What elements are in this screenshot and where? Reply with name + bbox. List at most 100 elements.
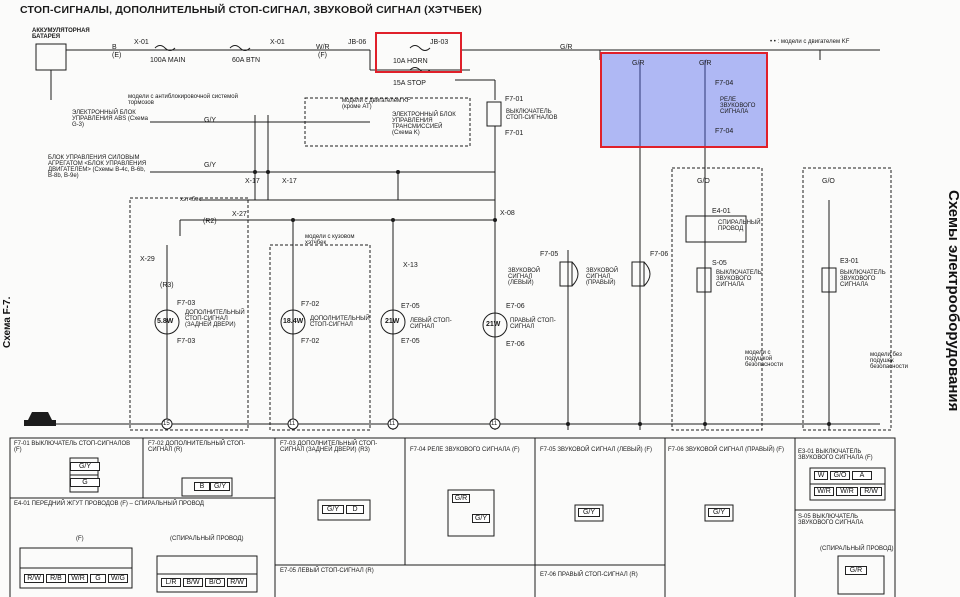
wire-go-2: G/O	[822, 178, 835, 185]
wire-r2: (R2)	[203, 218, 217, 225]
wire-f: (F)	[318, 52, 327, 59]
pin-lr: L/R	[161, 578, 181, 587]
code-x01a: X-01	[134, 39, 149, 46]
horn-right-label: ЗВУКОВОЙ СИГНАЛ (ПРАВЫЙ)	[586, 268, 619, 286]
wire-gy-abs: G/Y	[204, 117, 217, 124]
abs-unit: ЭЛЕКТРОННЫЙ БЛОК УПРАВЛЕНИЯ ABS (Схема G…	[72, 110, 148, 128]
left-stop-label: ЛЕВЫЙ СТОП-СИГНАЛ	[410, 318, 452, 330]
code-f703-b: F7-03	[177, 338, 196, 345]
code-x17a: X-17	[245, 178, 260, 185]
wire-wr: W/R	[316, 44, 330, 51]
code-x08: X-08	[500, 210, 515, 217]
pin-g: G	[70, 478, 100, 487]
pin-wr-2: W/R	[836, 487, 858, 496]
bulb-21w-right: 21W	[486, 321, 501, 328]
conn-f705: F7-05 ЗВУКОВОЙ СИГНАЛ (ЛЕВЫЙ) (F)	[540, 447, 652, 453]
bulb-18-4w: 18.4W	[283, 318, 304, 325]
pin-b: B	[194, 482, 210, 491]
pin-wr-3: W/R	[68, 574, 88, 583]
aux-label: ДОПОЛНИТЕЛЬНЫЙ СТОП-СИГНАЛ	[310, 316, 370, 328]
right-stop-label: ПРАВЫЙ СТОП-СИГНАЛ	[510, 318, 556, 330]
code-x27: X-27	[232, 211, 247, 218]
conn-e706: E7-06 ПРАВЫЙ СТОП-СИГНАЛ (R)	[540, 572, 638, 578]
fuse-main: 100A MAIN	[150, 57, 186, 64]
conn-f703: F7-03 ДОПОЛНИТЕЛЬНЫЙ СТОП-СИГНАЛ (ЗАДНЕЙ…	[280, 441, 378, 453]
horn-switch-label-2: ВЫКЛЮЧАТЕЛЬ ЗВУКОВОГО СИГНАЛА	[840, 270, 886, 288]
fuse-stop: 15A STOP	[393, 80, 426, 87]
code-f702-b: F7-02	[301, 338, 320, 345]
horn-relay-highlight	[600, 52, 768, 148]
note-with-airbag: модели с подушкой безопасности	[745, 350, 783, 368]
trans-unit: ЭЛЕКТРОННЫЙ БЛОК УПРАВЛЕНИЯ ТРАНСМИССИЕЙ…	[392, 112, 456, 136]
conn-f702: F7-02 ДОПОЛНИТЕЛЬНЫЙ СТОП-СИГНАЛ (R)	[148, 441, 246, 453]
wire-gy-pcm: G/Y	[204, 162, 217, 169]
note-hatch: хэтчбек	[180, 197, 202, 203]
code-s505: S-05	[712, 260, 727, 267]
code-f701: F7-01	[505, 96, 524, 103]
battery-label: АККУМУЛЯТОРНАЯ БАТАРЕЯ	[32, 28, 90, 40]
code-jb06: JB-06	[348, 39, 367, 46]
conn-f-label: (F)	[76, 536, 84, 542]
pin-a: A	[852, 471, 872, 480]
note-abs: модели с антиблокировочной системой торм…	[128, 94, 238, 106]
ground-11-c: 11	[491, 421, 498, 427]
spiral-label: СПИРАЛЬНЫЙ ПРОВОД	[718, 220, 761, 232]
side-title: Схемы электрооборудования	[945, 190, 960, 412]
conn-s505: S-05 ВЫКЛЮЧАТЕЛЬ ЗВУКОВОГО СИГНАЛА	[798, 514, 864, 526]
ground-11-a: 11	[289, 421, 296, 427]
bulb-5-8w: 5.8W	[157, 318, 174, 325]
pin-rb: R/B	[46, 574, 66, 583]
ground-15: 15	[163, 421, 170, 427]
pin-bo: B/O	[205, 578, 225, 587]
code-e301: E3-01	[840, 258, 859, 265]
code-e706-b: E7-06	[506, 341, 525, 348]
conn-f701: F7-01 ВЫКЛЮЧАТЕЛЬ СТОП-СИГНАЛОВ (F)	[14, 441, 131, 453]
pin-gy-3: G/Y	[322, 505, 344, 514]
fuse-btn: 60A BTN	[232, 57, 261, 64]
code-e706: E7-06	[506, 303, 525, 310]
pin-w: W	[814, 471, 828, 480]
wire-go: G/O	[697, 178, 710, 185]
code-f702: F7-02	[301, 301, 320, 308]
code-e401: E4-01	[712, 208, 731, 215]
pin-gy-2: G/Y	[210, 482, 230, 491]
conn-e401: E4-01 ПЕРЕДНИЙ ЖГУТ ПРОВОДОВ (F) – СПИРА…	[14, 501, 204, 507]
code-jb03: JB-03	[430, 39, 449, 46]
side-scheme: Схема F-7.	[2, 296, 13, 348]
pin-gr-2: G/R	[845, 566, 867, 575]
pin-rw-2: R/W	[24, 574, 44, 583]
pin-wg: W/G	[108, 574, 128, 583]
diagram-title: СТОП-СИГНАЛЫ, ДОПОЛНИТЕЛЬНЫЙ СТОП-СИГНАЛ…	[20, 4, 482, 16]
wire-r3: (R3)	[160, 282, 174, 289]
pin-bw: B/W	[183, 578, 203, 587]
fuse-horn: 10A HORN	[393, 58, 428, 65]
conn-spiral-label: (СПИРАЛЬНЫЙ ПРОВОД)	[170, 536, 244, 542]
code-x29: X-29	[140, 256, 155, 263]
conn-f706: F7-06 ЗВУКОВОЙ СИГНАЛ (ПРАВЫЙ) (F)	[668, 447, 784, 453]
conn-f704: F7-04 РЕЛЕ ЗВУКОВОГО СИГНАЛА (F)	[410, 447, 520, 453]
pin-rw: R/W	[860, 487, 882, 496]
aux-door-label: ДОПОЛНИТЕЛЬНЫЙ СТОП-СИГНАЛ (ЗАДНЕЙ ДВЕРИ…	[185, 310, 245, 328]
pin-g-2: G	[90, 574, 106, 583]
code-x01b: X-01	[270, 39, 285, 46]
code-f705: F7-05	[540, 251, 559, 258]
conn-spiral-label-2: (СПИРАЛЬНЫЙ ПРОВОД)	[820, 546, 894, 552]
code-x17b: X-17	[282, 178, 297, 185]
relay-wire-gr: G/R	[632, 60, 645, 67]
pin-rw-3: R/W	[227, 578, 247, 587]
note-spoiler: модели с кузовом хэтчбек	[305, 234, 355, 246]
relay-code-f704: F7-04	[715, 80, 734, 87]
pin-gy-4: G/Y	[472, 514, 490, 523]
code-e705-b: E7-05	[401, 338, 420, 345]
code-x13: X-13	[403, 262, 418, 269]
conn-e705: E7-05 ЛЕВЫЙ СТОП-СИГНАЛ (R)	[280, 568, 374, 574]
horn-relay-label: РЕЛЕ ЗВУКОВОГО СИГНАЛА	[720, 97, 756, 115]
wire-gr: G/R	[560, 44, 573, 51]
code-f701-b: F7-01	[505, 130, 524, 137]
code-f703: F7-03	[177, 300, 196, 307]
code-e705: E7-05	[401, 303, 420, 310]
wire-b: B	[112, 44, 117, 51]
conn-e301: E3-01 ВЫКЛЮЧАТЕЛЬ ЗВУКОВОГО СИГНАЛА (F)	[798, 449, 873, 461]
